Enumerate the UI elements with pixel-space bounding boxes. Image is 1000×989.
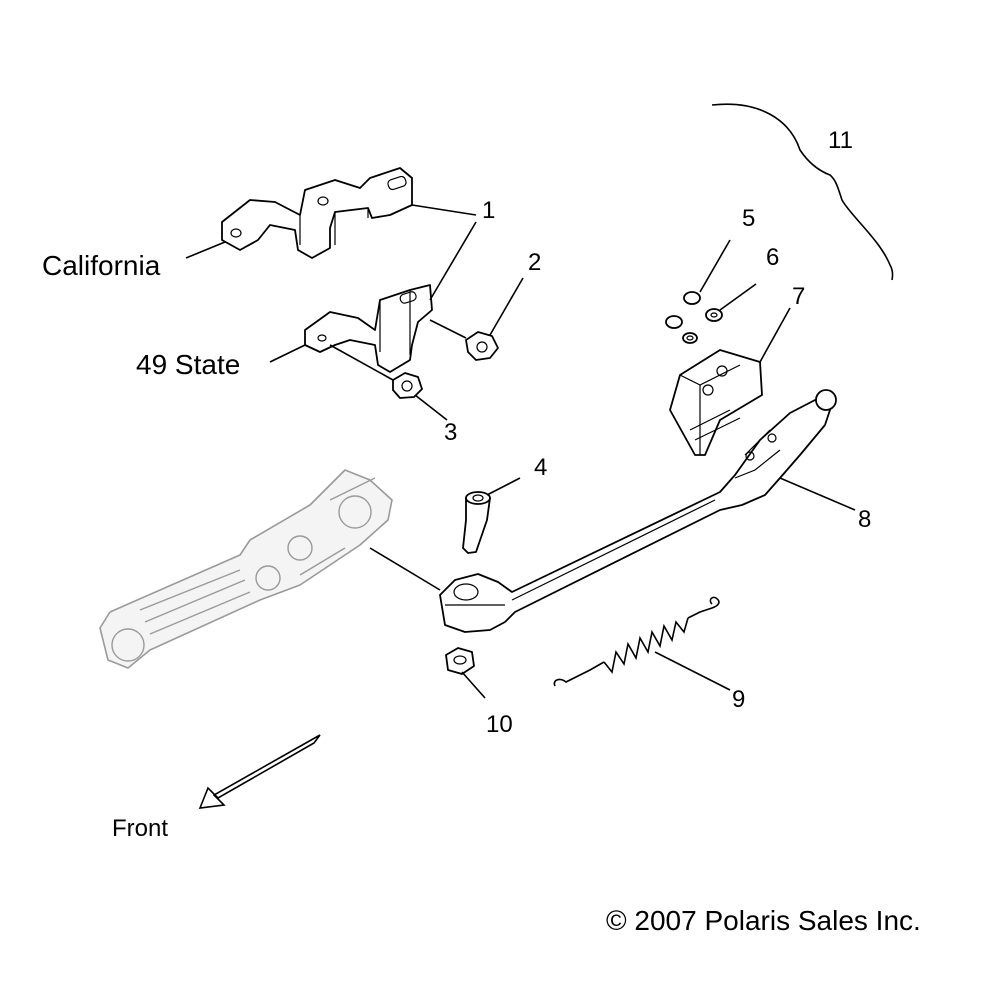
label-49-state: 49 State (136, 349, 240, 380)
label-california: California (42, 250, 161, 281)
california-bracket (221, 167, 413, 259)
callout-7: 7 (792, 283, 805, 310)
front-arrow-icon (198, 734, 321, 809)
copyright-text: © 2007 Polaris Sales Inc. (606, 905, 921, 936)
group-11-brace (711, 103, 894, 281)
callout-4: 4 (534, 454, 547, 481)
spring-part-9 (553, 596, 720, 687)
block-part-7 (669, 349, 763, 456)
label-front: Front (112, 815, 168, 842)
nut-part-10 (445, 647, 475, 675)
frame-ghost (99, 469, 393, 669)
callout-3: 3 (444, 419, 457, 446)
callout-11: 11 (828, 127, 853, 154)
washers-part-6 (682, 308, 723, 344)
pin-part-4 (462, 491, 491, 554)
bolt-part-2 (429, 319, 499, 361)
callout-9: 9 (732, 686, 745, 713)
bolt-part-3 (329, 344, 423, 399)
callout-8: 8 (858, 506, 871, 533)
kickstand-part-8 (439, 389, 837, 633)
callout-1: 1 (482, 197, 495, 224)
callout-10: 10 (486, 711, 513, 738)
49-state-bracket (304, 284, 433, 373)
callout-5: 5 (742, 205, 755, 232)
leader-lines (185, 204, 856, 699)
callout-2: 2 (528, 249, 541, 276)
caps-part-5 (665, 291, 701, 329)
callout-6: 6 (766, 244, 779, 271)
